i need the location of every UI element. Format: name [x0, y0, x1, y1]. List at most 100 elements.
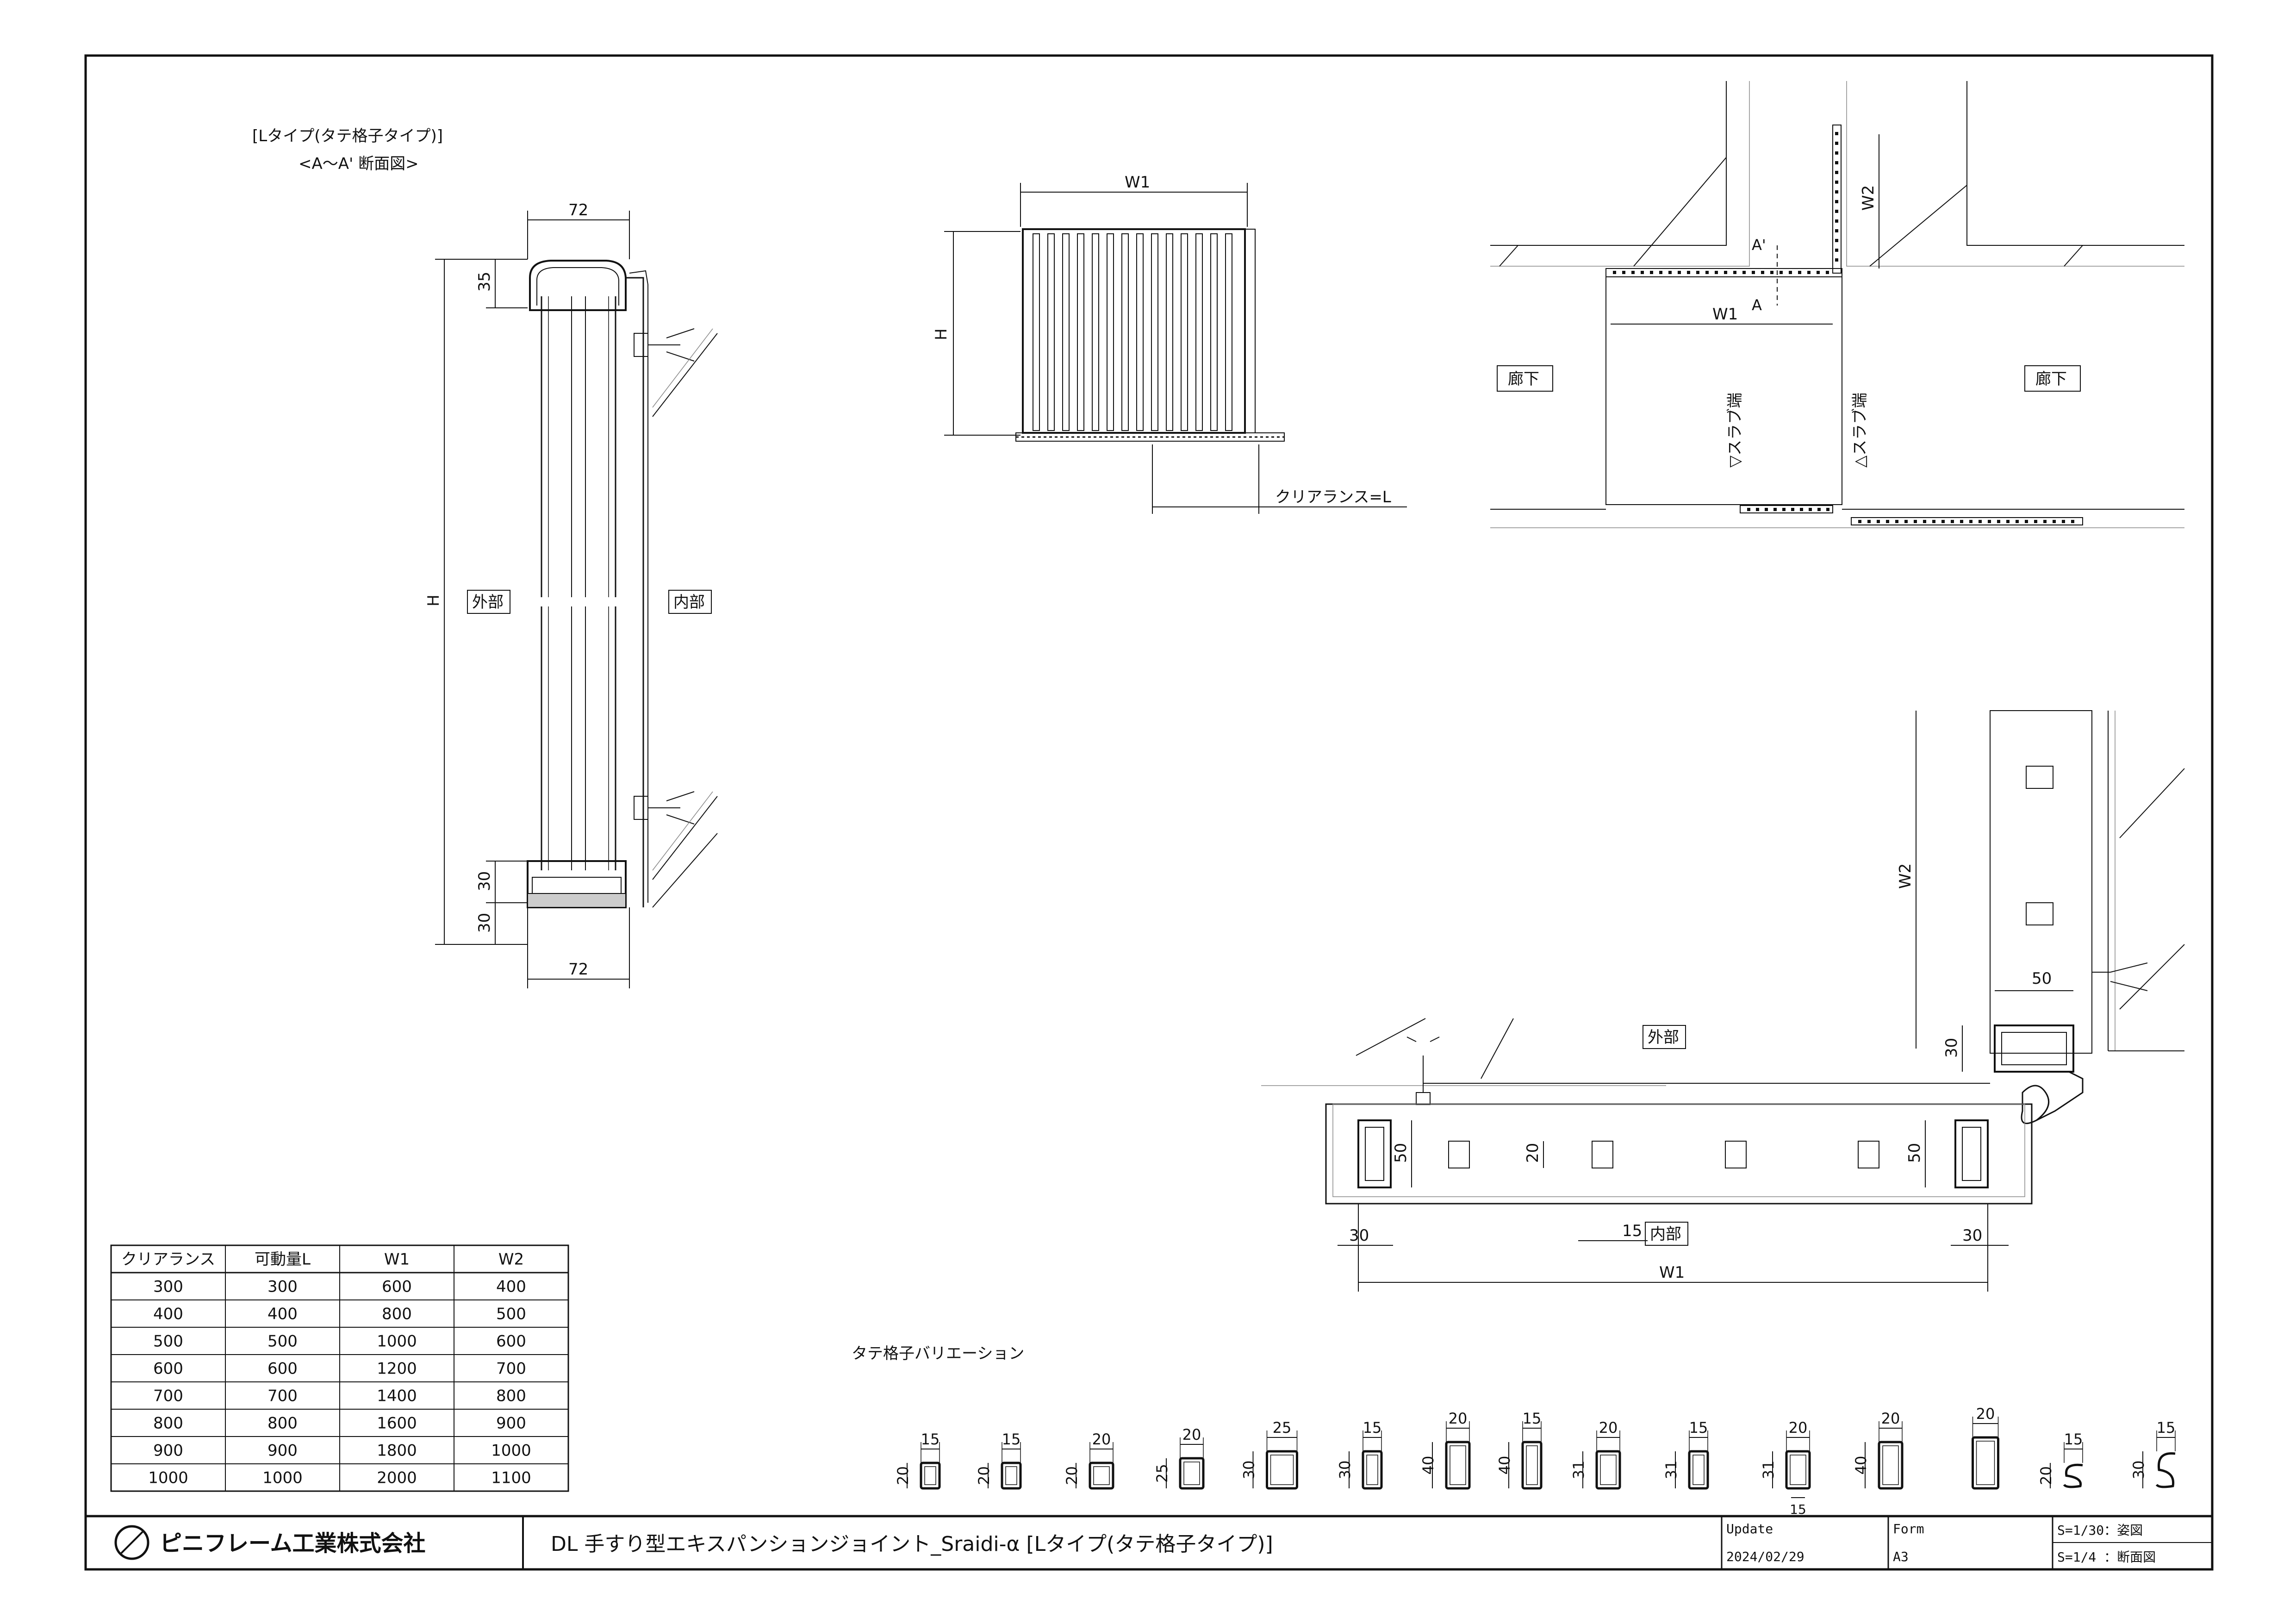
- plan-hole: [1867, 520, 1871, 523]
- detail-dim-20: 20: [1524, 1143, 1542, 1163]
- plan-hole: [1835, 249, 1838, 252]
- plan-hole: [1791, 508, 1794, 511]
- plan-hole: [2034, 520, 2037, 523]
- detail-dim-50-left: 50: [1392, 1143, 1410, 1163]
- sheet-border: [84, 54, 2214, 1571]
- table-cell: 700: [153, 1387, 183, 1405]
- plan-corridor-left: 廊下: [1508, 370, 1539, 388]
- plan-slab-left: ▽スラブ端: [1726, 393, 1744, 468]
- variation-profile: 20: [1972, 1405, 1999, 1490]
- table-cell: 1000: [491, 1441, 531, 1460]
- elevation-bar: [1225, 233, 1232, 431]
- plan-hole: [1997, 520, 2000, 523]
- variation-width: 20: [1182, 1426, 1201, 1443]
- plan-hole: [1969, 520, 1972, 523]
- plan-hole: [1895, 520, 1898, 523]
- plan-hole: [1835, 161, 1838, 164]
- plan-hole: [1687, 271, 1690, 274]
- title-block: ピニフレーム工業株式会社 DL 手すり型エキスパンションジョイント_Sraidi…: [86, 1515, 2212, 1569]
- plan-hole: [1835, 132, 1838, 135]
- elevation-bar: [1047, 233, 1055, 431]
- section-label-inner: 内部: [673, 593, 705, 612]
- plan-hole: [1988, 520, 1991, 523]
- plan-hole: [1960, 520, 1963, 523]
- company-logo: [114, 1525, 149, 1560]
- plan-hole: [1668, 271, 1672, 274]
- plan-hole: [1780, 271, 1783, 274]
- variation-width: 20: [1092, 1430, 1111, 1448]
- table-cell: 1000: [377, 1332, 417, 1350]
- detail-dim-w1: W1: [1659, 1263, 1685, 1282]
- table-header: W1: [384, 1250, 410, 1268]
- plan-hole: [1761, 271, 1764, 274]
- plan-hole: [1765, 508, 1768, 511]
- elevation-dim-w1: W1: [1125, 173, 1150, 192]
- plan-hole: [1817, 508, 1821, 511]
- plan-hole: [2006, 520, 2010, 523]
- table-cell: 700: [496, 1359, 526, 1378]
- variation-width: 15: [1002, 1430, 1021, 1448]
- table-cell: 800: [496, 1387, 526, 1405]
- variation-height: 31: [1662, 1461, 1680, 1480]
- table-cell: 400: [268, 1305, 298, 1323]
- plan-hole: [1696, 271, 1699, 274]
- elevation-bar: [1151, 233, 1158, 431]
- plan-hole: [1789, 271, 1792, 274]
- plan-hole: [1904, 520, 1908, 523]
- table-header: 可動量L: [255, 1250, 311, 1268]
- variation-height: 20: [2037, 1466, 2055, 1485]
- variation-width: 15: [1689, 1419, 1708, 1437]
- plan-hole: [1650, 271, 1653, 274]
- plan-hole: [1858, 520, 1861, 523]
- elevation-bar: [1136, 233, 1144, 431]
- section-label-outer: 外部: [472, 593, 504, 612]
- variation-height: 20: [975, 1466, 993, 1485]
- variations-title: タテ格子バリエーション: [852, 1344, 1024, 1363]
- detail-dim-30-right: 30: [1962, 1226, 1982, 1245]
- plan-hole: [1705, 271, 1709, 274]
- table-cell: 500: [496, 1305, 526, 1323]
- company-name: ピニフレーム工業株式会社: [160, 1530, 426, 1556]
- variation-width: 15: [2064, 1430, 2083, 1448]
- variation-width: 20: [1449, 1410, 1468, 1427]
- elevation-bar: [1181, 233, 1188, 431]
- plan-hole: [1835, 190, 1838, 194]
- table-cell: 2000: [377, 1468, 417, 1487]
- table-cell: 1100: [491, 1468, 531, 1487]
- plan-hole: [1809, 508, 1812, 511]
- form-label: Form: [1893, 1521, 1924, 1537]
- elevation-dim-h: H: [932, 328, 951, 340]
- plan-hole: [1835, 142, 1838, 145]
- elevation-view: W1 H クリアランス=L: [932, 173, 1407, 514]
- table-cell: 500: [268, 1332, 298, 1350]
- variation-height: 31: [1570, 1461, 1587, 1480]
- plan-hole: [1826, 271, 1829, 274]
- plan-hole: [1835, 239, 1838, 242]
- section-dim-30b: 30: [475, 913, 494, 933]
- table-cell: 900: [153, 1441, 183, 1460]
- plan-hole: [1807, 271, 1811, 274]
- variation-extra: 15: [1790, 1502, 1806, 1517]
- update-value: 2024/02/29: [1726, 1549, 1804, 1564]
- detail-dim-30-left: 30: [1349, 1226, 1369, 1245]
- plan-hole: [1613, 271, 1616, 274]
- plan-hole: [2053, 520, 2056, 523]
- table-cell: 800: [382, 1305, 412, 1323]
- table-cell: 1600: [377, 1414, 417, 1432]
- scale-2: S=1/4 ：断面図: [2057, 1549, 2156, 1565]
- plan-hole: [1817, 271, 1820, 274]
- plan-hole: [1622, 271, 1625, 274]
- elevation-bar: [1062, 233, 1070, 431]
- table-cell: 600: [382, 1277, 412, 1296]
- plan-hole: [1835, 171, 1838, 174]
- plan-hole: [1941, 520, 1945, 523]
- plan-hole: [1641, 271, 1644, 274]
